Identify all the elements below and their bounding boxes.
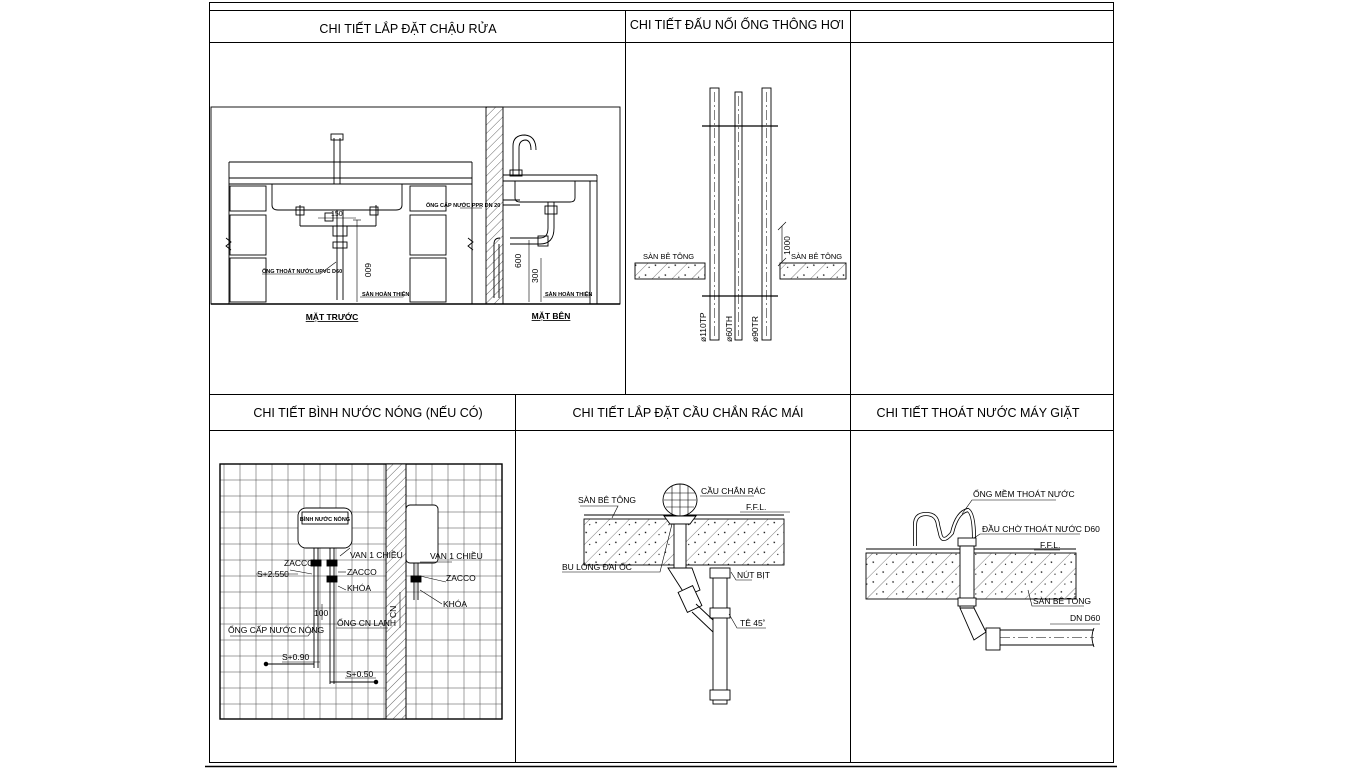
- label-slab-right: SÀN BÊ TÔNG: [791, 252, 842, 261]
- title-roof-strainer: CHI TIẾT LẮP ĐẶT CẦU CHẮN RÁC MÁI: [572, 405, 803, 420]
- roof-labels: SÀN BÊ TÔNG CẦU CHẮN RÁC F.F.L. BU LÔNG …: [562, 486, 770, 628]
- sheet-frame: [205, 2, 1117, 768]
- label-check-valve-2: VAN 1 CHIỀU: [430, 551, 483, 561]
- label-pipe-90: ø90TR: [750, 316, 760, 342]
- label-hot-pipe: ỐNG CẤP NƯỚC NÓNG: [228, 624, 324, 635]
- label-pipe-110: ø110TP: [698, 312, 708, 342]
- label-zacco-3: ZACCO: [446, 573, 476, 583]
- label-valve-2: KHÓA: [443, 599, 467, 609]
- label-side-view: MẶT BÊN: [532, 310, 571, 321]
- heater-detail: [219, 463, 503, 720]
- label-washer-ffl: F.F.L.: [1040, 540, 1060, 550]
- label-zacco-2: ZACCO: [347, 567, 377, 577]
- label-level-low: S+0.50: [346, 669, 373, 679]
- label-cold-pipe: ỐNG CN LẠNH: [337, 617, 396, 628]
- label-pipe-60: ø60TH: [724, 316, 734, 342]
- title-washer-drain: CHI TIẾT THOÁT NƯỚC MÁY GIẶT: [877, 405, 1080, 420]
- dim-300: 300: [530, 269, 540, 283]
- label-front-view: MẶT TRƯỚC: [306, 311, 359, 322]
- dim-1000: 1000: [782, 236, 792, 255]
- label-washer-dn: DN D60: [1070, 613, 1101, 623]
- label-supply-pipe: ỐNG CẤP NƯỚC PPR DN 20: [426, 201, 500, 209]
- label-roof-strainer: CẦU CHẮN RÁC: [701, 486, 766, 496]
- label-level-top: S+2.550: [257, 569, 289, 579]
- title-water-heater: CHI TIẾT BÌNH NƯỚC NÓNG (NẾU CÓ): [253, 405, 482, 420]
- washer-labels: ỐNG MỀM THOÁT NƯỚC ĐẦU CHỜ THOÁT NƯỚC D6…: [973, 488, 1101, 623]
- washer-detail: [865, 499, 1100, 651]
- vent-detail: [634, 87, 847, 341]
- dim-150: 150: [331, 211, 343, 218]
- sink-labels: 150 600 ỐNG THOÁT NƯỚC UPVC D60 SÀN HOÀN…: [262, 201, 592, 322]
- dim-600-front: 600: [363, 263, 373, 277]
- label-slab-left: SÀN BÊ TÔNG: [643, 252, 694, 261]
- dim-600-side: 600: [513, 254, 523, 268]
- label-washer-slab: SÀN BÊ TÔNG: [1033, 596, 1091, 606]
- label-roof-ffl: F.F.L.: [746, 502, 766, 512]
- label-zacco-1: ZACCO: [284, 558, 314, 568]
- roof-detail: [562, 483, 790, 705]
- label-dim-100: 100: [314, 608, 328, 618]
- label-valve-1: KHÓA: [347, 583, 371, 593]
- sink-detail: [210, 106, 621, 305]
- label-roof-tee: TÊ 45˚: [740, 618, 766, 628]
- label-finished-floor-side: SÀN HOÀN THIỆN: [545, 290, 592, 298]
- heater-labels: BÌNH NƯỚC NÓNG ZACCO VAN 1 CHIỀU S+2.550…: [228, 515, 483, 679]
- label-water-heater-tank: BÌNH NƯỚC NÓNG: [300, 515, 350, 523]
- label-roof-bolt: BU LÔNG ĐAI ỐC: [562, 561, 632, 572]
- label-level-mid: S+0.90: [282, 652, 309, 662]
- label-check-valve-1: VAN 1 CHIỀU: [350, 550, 403, 560]
- label-washer-outlet: ĐẦU CHỜ THOÁT NƯỚC D60: [982, 524, 1100, 534]
- vent-labels: SÀN BÊ TÔNG SÀN BÊ TÔNG 1000 ø110TP ø60T…: [643, 236, 842, 342]
- label-wall-dim: CN: [388, 606, 398, 618]
- label-roof-plug: NÚT BỊT: [737, 570, 770, 580]
- title-vent-connection: CHI TIẾT ĐẤU NỐI ỐNG THÔNG HƠI: [630, 17, 844, 32]
- label-finished-floor-front: SÀN HOÀN THIỆN: [362, 290, 409, 298]
- label-drain-pipe: ỐNG THOÁT NƯỚC UPVC D60: [262, 267, 342, 275]
- label-washer-hose: ỐNG MỀM THOÁT NƯỚC: [973, 488, 1075, 499]
- label-roof-slab: SÀN BÊ TÔNG: [578, 495, 636, 505]
- title-sink-installation: CHI TIẾT LẮP ĐẶT CHẬU RỬA: [319, 21, 497, 36]
